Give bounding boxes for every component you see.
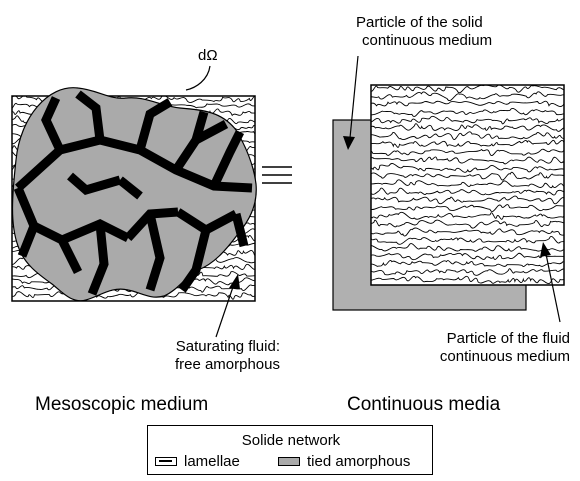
- continuous-media-title: Continuous media: [347, 394, 501, 415]
- amorphous-chain: [12, 290, 255, 300]
- legend-item-tied-amorphous: tied amorphous: [278, 453, 410, 470]
- saturating-fluid-label-line1: Saturating fluid:: [175, 338, 280, 355]
- amorphous-chain: [371, 123, 564, 132]
- legend-label-tied-amorphous: tied amorphous: [307, 453, 411, 470]
- solid-particle-label: Particle of the solid continuous medium: [356, 14, 492, 50]
- amorphous-chain: [371, 148, 564, 156]
- amorphous-chain: [371, 219, 564, 229]
- amorphous-chain: [371, 204, 564, 212]
- amorphous-chain: [371, 268, 564, 276]
- fluid-squiggles: [371, 85, 564, 284]
- amorphous-chain: [371, 211, 564, 220]
- amorphous-chain: [371, 179, 564, 189]
- fluid-particle-label-line2: continuous medium: [439, 348, 570, 365]
- amorphous-chain: [371, 85, 564, 94]
- amorphous-chain: [371, 227, 564, 237]
- amorphous-chain: [371, 91, 564, 101]
- amorphous-chain: [371, 171, 564, 181]
- amorphous-chain: [371, 156, 564, 165]
- solid-pointer-arrow: [343, 55, 359, 150]
- amorphous-chain: [371, 260, 564, 268]
- domain-pointer-line: [185, 65, 211, 91]
- solid-particle-label-line2: continuous medium: [362, 32, 493, 49]
- saturating-fluid-label-line2: free amorphous: [174, 356, 280, 373]
- saturating-fluid-label: Saturating fluid: free amorphous: [150, 338, 280, 374]
- legend: Solide network lamellae tied amorphous: [147, 425, 433, 475]
- amorphous-chain: [371, 236, 564, 245]
- domain-symbol-label: dΩ: [198, 47, 218, 64]
- amorphous-chain: [371, 100, 564, 107]
- tied-amorphous-swatch-icon: [278, 457, 300, 466]
- fluid-particle-pointer-arrow: [540, 242, 561, 323]
- amorphous-chain: [371, 139, 564, 148]
- fluid-pointer-arrow: [215, 274, 240, 338]
- amorphous-chain: [371, 275, 564, 284]
- fluid-particle-label: Particle of the fluid continuous medium: [410, 330, 570, 366]
- lamellae-network: [13, 90, 253, 296]
- legend-item-lamellae: lamellae: [155, 453, 240, 470]
- legend-label-lamellae: lamellae: [184, 453, 240, 470]
- amorphous-chain: [371, 163, 564, 173]
- amorphous-chain: [371, 195, 564, 205]
- amorphous-chain: [371, 115, 564, 125]
- lamellae-swatch-icon: [155, 457, 177, 466]
- amorphous-chain: [371, 243, 564, 252]
- amorphous-chain: [371, 131, 564, 140]
- mesoscopic-medium-title: Mesoscopic medium: [35, 394, 209, 415]
- mesoscopic-medium-box: [11, 65, 257, 338]
- legend-title: Solide network: [241, 432, 341, 449]
- fluid-particle-label-line1: Particle of the fluid: [446, 330, 570, 347]
- amorphous-chain: [371, 108, 564, 117]
- amorphous-chain: [371, 187, 564, 196]
- solid-particle-label-line1: Particle of the solid: [356, 14, 483, 31]
- fluid-particle-rect: [370, 84, 565, 286]
- continuous-media-box: [332, 55, 565, 323]
- equivalence-sign: [262, 166, 292, 184]
